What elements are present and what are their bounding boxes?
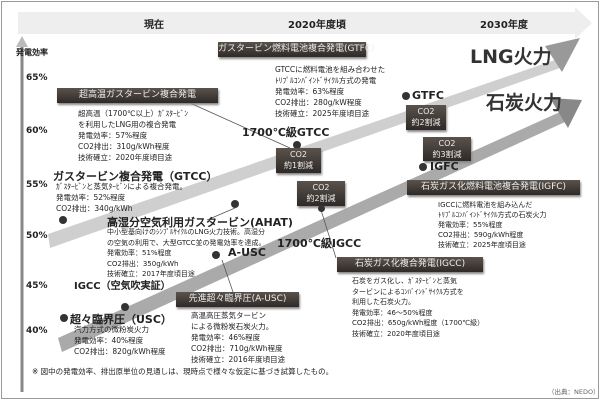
usc-point xyxy=(60,314,68,322)
ahat-title: 高湿分空気利用ガスタービン(AHAT) xyxy=(107,216,293,229)
igcc-description: 石炭をガス化し、ｶﾞｽﾀｰﾋﾞﾝと蒸気タービンによるｺﾝﾊﾞｲﾝﾄﾞｻｲｸﾙ方式… xyxy=(352,277,485,338)
igfc-title-box: 石炭ガス化燃料電池複合発電(IGFC) xyxy=(407,180,580,195)
gtcc-1700-label: 1700℃級GTCC xyxy=(242,126,330,139)
igcc-1700-label: 1700℃級IGCC xyxy=(277,237,362,250)
y-tick: 40% xyxy=(26,326,48,336)
y-tick: 65% xyxy=(26,73,48,83)
igcc-1700-point xyxy=(318,205,325,212)
gtcc-title: ガスタービン複合発電（GTCC） xyxy=(53,170,218,183)
y-axis-label: 発電効率 xyxy=(16,48,48,57)
igfc-point-label: IGFC xyxy=(430,160,459,173)
gtfc-point xyxy=(402,92,410,100)
uhtgt-description: 超高温（1700℃以上）ｶﾞｽﾀｰﾋﾞﾝを利用したLNG用の複合発電発電効率：5… xyxy=(78,109,189,162)
igcc-demo-label: IGCC（空気吹実証） xyxy=(74,281,171,292)
igcc-title-box: 石炭ガス化複合発電(IGCC) xyxy=(337,257,483,272)
usc-title: 超々臨界圧（USC） xyxy=(70,313,172,326)
timeline-arrow xyxy=(18,7,592,39)
igfc-description: IGCCに燃料電池を組み込んだﾄﾘﾌﾟﾙｺﾝﾊﾞｲﾝﾄﾞｻｲｸﾙ方式の石炭火力発… xyxy=(438,201,547,249)
connector xyxy=(221,259,234,293)
ahat-description: 中小型基向けのｼﾝﾌﾟﾙｻｲｸﾙのLNG火力技術。高湿分の空気の利用で、大型GT… xyxy=(107,228,266,278)
footnote: ※ 図中の発電効率、排出原単位の見通しは、現時点で様々な仮定に基づき試算したもの… xyxy=(32,367,334,376)
ausc-title-box: 先進超々臨界圧(A-USC) xyxy=(176,292,299,307)
ausc-point xyxy=(212,251,220,259)
timeline-2030: 2030年度 xyxy=(480,20,528,31)
y-tick: 50% xyxy=(26,231,48,241)
gtfc-point-label: GTFC xyxy=(412,89,444,102)
gtcc-1700-point xyxy=(293,141,301,149)
uhtgt-title-box: 超高温ガスタービン複合発電 xyxy=(57,88,218,103)
y-tick: 60% xyxy=(26,126,48,136)
connector xyxy=(189,102,291,149)
ahat-point xyxy=(231,200,239,208)
timeline-now: 現在 xyxy=(144,20,164,31)
ausc-point-label: A-USC xyxy=(228,246,267,259)
igfc-point xyxy=(419,163,427,171)
gtfc-title-box: ガスタービン燃料電池複合発電(GTFC) xyxy=(218,42,375,57)
gtcc-point xyxy=(59,216,67,224)
source-credit: （出典：NEDO） xyxy=(548,388,600,396)
timeline-2020: 2020年度頃 xyxy=(288,20,346,31)
connector xyxy=(206,207,236,221)
gtfc-description: GTCCに燃料電池を組み合わせたﾄﾘﾌﾟﾙｺﾝﾊﾞｲﾝﾄﾞｻｲｸﾙ方式の発電発電… xyxy=(275,65,386,118)
lng-arrowhead xyxy=(545,38,580,72)
coal-arrowhead xyxy=(550,98,582,128)
y-tick: 55% xyxy=(26,180,48,190)
lng-series-label: LNG火力 xyxy=(470,46,552,68)
y-tick: 45% xyxy=(26,281,48,291)
y-axis-arrowhead xyxy=(16,36,28,47)
connector xyxy=(320,209,337,259)
igcc-demo-point xyxy=(121,303,129,311)
coal-series-label: 石炭火力 xyxy=(486,92,563,114)
